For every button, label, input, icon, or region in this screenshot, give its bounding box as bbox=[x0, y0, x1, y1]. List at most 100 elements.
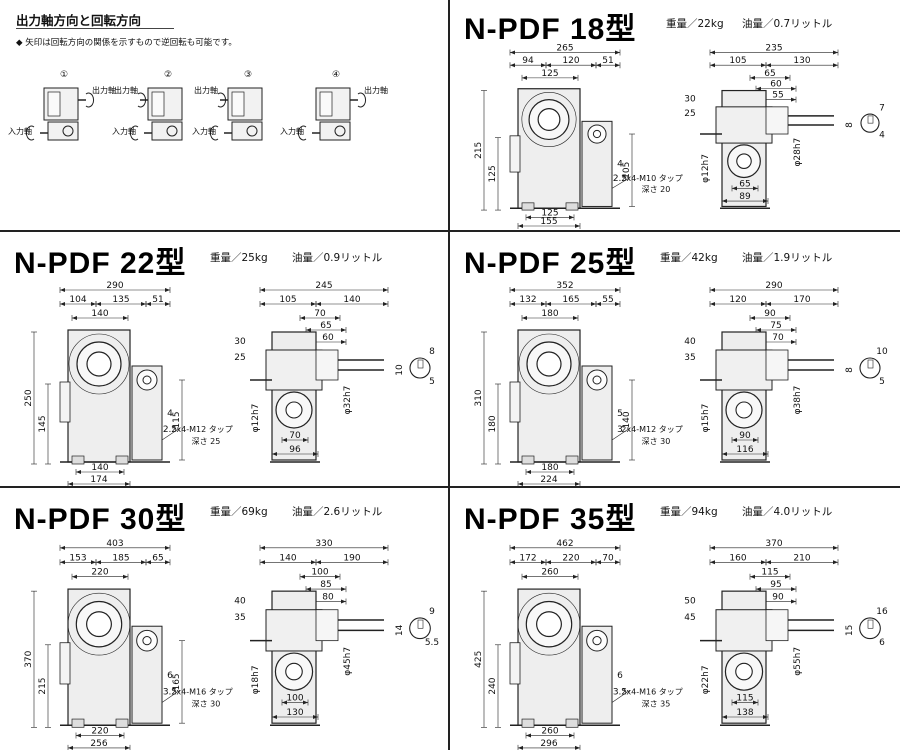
arrowhead bbox=[833, 50, 838, 55]
arrowhead bbox=[596, 560, 601, 565]
shaft-bore bbox=[142, 636, 152, 646]
dimension-label: 425 bbox=[474, 651, 484, 668]
dimension-label: 25 bbox=[234, 353, 245, 363]
shaft-bore bbox=[68, 333, 130, 395]
rotation-arrow bbox=[357, 92, 367, 108]
tap-spec: 2x4-M12 タップ bbox=[621, 425, 682, 434]
dimension-label: 115 bbox=[172, 411, 182, 428]
dimension-label: 3 bbox=[617, 425, 623, 435]
dimension-label: 370 bbox=[765, 539, 782, 549]
dimension-label: φ12h7 bbox=[251, 404, 261, 433]
shaft-bore bbox=[285, 662, 303, 681]
dimension-label: 25 bbox=[684, 109, 695, 119]
arrowhead bbox=[303, 438, 308, 442]
shaft-bore bbox=[285, 401, 303, 419]
dimension-label: 51 bbox=[152, 295, 163, 305]
oil-spec: 油量／4.0リットル bbox=[742, 506, 833, 518]
dimension-label: 100 bbox=[311, 568, 328, 578]
shaft-bore bbox=[246, 125, 258, 137]
dimension-label: 45 bbox=[684, 613, 695, 623]
arrowhead bbox=[522, 75, 527, 80]
arrowhead bbox=[750, 75, 755, 80]
dimension-label: 5 bbox=[879, 377, 885, 387]
housing-outline bbox=[47, 91, 61, 117]
arrowhead bbox=[510, 560, 515, 565]
dimension-label: 185 bbox=[112, 553, 129, 563]
arrowhead bbox=[591, 63, 596, 68]
dimension-label: 125 bbox=[541, 208, 558, 218]
arrowhead bbox=[91, 302, 96, 306]
arrowhead bbox=[341, 340, 346, 344]
dimension-label: 4 bbox=[167, 409, 173, 419]
housing-outline bbox=[315, 349, 339, 381]
dimension-label: 50 bbox=[684, 597, 696, 607]
dimension-label: 100 bbox=[286, 694, 303, 704]
model-title: N-PDF 22型 bbox=[14, 247, 187, 280]
arrowhead bbox=[710, 288, 715, 292]
shaft-bore bbox=[518, 333, 580, 395]
dimension-label: 235 bbox=[765, 44, 782, 54]
arrowhead bbox=[710, 63, 715, 68]
shaft-bore bbox=[86, 351, 112, 377]
housing-outline bbox=[265, 609, 323, 652]
arrowhead bbox=[146, 560, 151, 565]
dimension-label: 125 bbox=[541, 69, 558, 79]
dimension-label: 140 bbox=[622, 411, 632, 428]
arrowhead bbox=[72, 316, 77, 320]
dimension-label: 220 bbox=[562, 553, 579, 563]
arrowhead bbox=[510, 288, 515, 292]
arrowhead bbox=[573, 574, 578, 579]
dimension-label: 290 bbox=[106, 281, 123, 291]
dimension-label: φ22h7 bbox=[701, 665, 711, 694]
arrowhead bbox=[791, 97, 796, 102]
housing-outline bbox=[521, 455, 535, 465]
arrowhead bbox=[522, 316, 527, 320]
dimension-label: 85 bbox=[320, 580, 331, 590]
drawing-line bbox=[611, 689, 631, 703]
arrowhead bbox=[165, 302, 170, 306]
model-title: N-PDF 18型 bbox=[464, 13, 637, 46]
dimension-label: 138 bbox=[736, 708, 753, 718]
arrowhead bbox=[76, 733, 81, 738]
dimension-label: 224 bbox=[540, 475, 557, 485]
oil-spec: 油量／1.9リットル bbox=[742, 252, 833, 264]
dimension-label: 90 bbox=[764, 309, 776, 319]
direction-note: ◆ 矢印は回転方向の関係を示すもので逆回転も可能です。 bbox=[16, 38, 237, 48]
dimension-label: 94 bbox=[522, 56, 534, 66]
dimension-label: 245 bbox=[315, 281, 332, 291]
shaft-bore bbox=[736, 153, 752, 169]
tap-spec: 2x4-M12 タップ bbox=[171, 425, 232, 434]
dimension-label: 120 bbox=[562, 56, 579, 66]
dimension-label: 70 bbox=[602, 553, 614, 563]
shaft-bore bbox=[537, 108, 561, 131]
dimension-label: 2.5 bbox=[613, 174, 627, 184]
arrowhead bbox=[526, 733, 531, 738]
output-shaft-label: 出力軸 bbox=[114, 85, 138, 95]
arrowhead bbox=[300, 574, 305, 579]
dimension-label: 240 bbox=[488, 677, 498, 694]
arrowhead bbox=[123, 574, 128, 579]
arrowhead bbox=[306, 328, 311, 332]
arrowhead bbox=[761, 302, 766, 306]
arrowhead bbox=[272, 714, 277, 719]
arrowhead bbox=[615, 560, 620, 565]
arrowhead bbox=[575, 482, 580, 486]
dimension-label: 8 bbox=[845, 122, 855, 128]
arrowhead bbox=[141, 302, 146, 306]
arrowhead bbox=[119, 733, 124, 738]
grid-divider-h1 bbox=[0, 230, 900, 232]
direction-title: 出力軸方向と回転方向 bbox=[16, 13, 142, 28]
arrowhead bbox=[615, 288, 620, 292]
shaft-bore bbox=[592, 129, 602, 139]
arrowhead bbox=[615, 545, 620, 550]
arrowhead bbox=[165, 288, 170, 292]
arrowhead bbox=[763, 714, 768, 719]
dimension-label: 180 bbox=[541, 463, 558, 473]
arrowhead bbox=[341, 328, 346, 332]
